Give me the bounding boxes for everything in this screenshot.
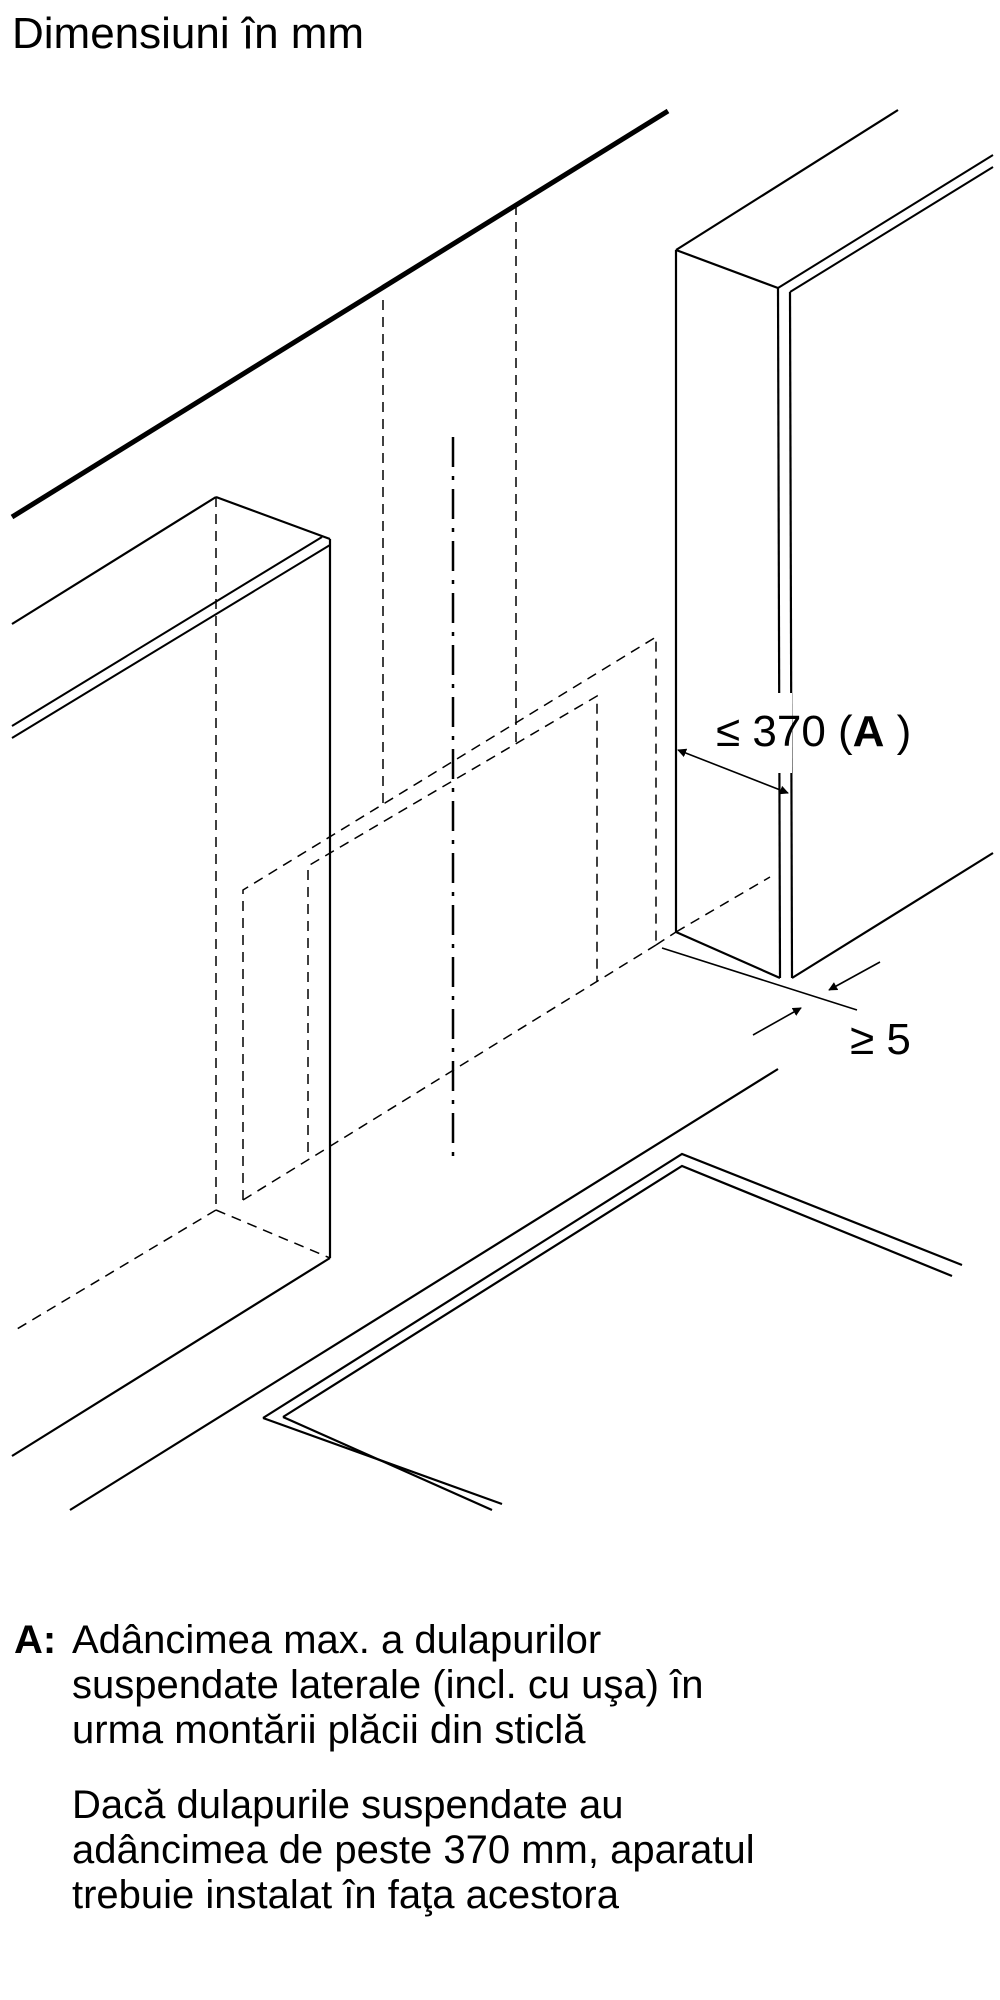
legend-item-a: A: Adâncimea max. a dulapurilor suspenda… (14, 1618, 984, 1918)
min-gap-label: ≥ 5 (850, 1015, 911, 1064)
cooktop (69, 1068, 963, 1512)
hood-outline (242, 635, 657, 1201)
legend-paragraph-2: Dacă dulapurile suspendate au adâncimea … (72, 1783, 755, 1917)
right-wall-cabinet (655, 109, 994, 980)
max-depth-label: ≤ 370 (A ) (716, 707, 911, 756)
wall-hidden-lines (382, 205, 517, 810)
wall-top-edge (10, 108, 670, 520)
page-title: Dimensiuni în mm (12, 9, 365, 58)
legend-text: Adâncimea max. a dulapurilor suspendate … (72, 1618, 984, 1918)
left-wall-cabinet (11, 495, 332, 1457)
max-depth-dimension: ≤ 370 (A ) (677, 693, 911, 795)
legend-paragraph-1: Adâncimea max. a dulapurilor suspendate … (72, 1618, 704, 1752)
min-gap-dimension (661, 947, 881, 1036)
installation-diagram: ≤ 370 (A ) ≥ 5 (10, 108, 994, 1512)
legend-key: A: (14, 1618, 57, 1662)
legend: A: Adâncimea max. a dulapurilor suspenda… (14, 1618, 984, 1918)
